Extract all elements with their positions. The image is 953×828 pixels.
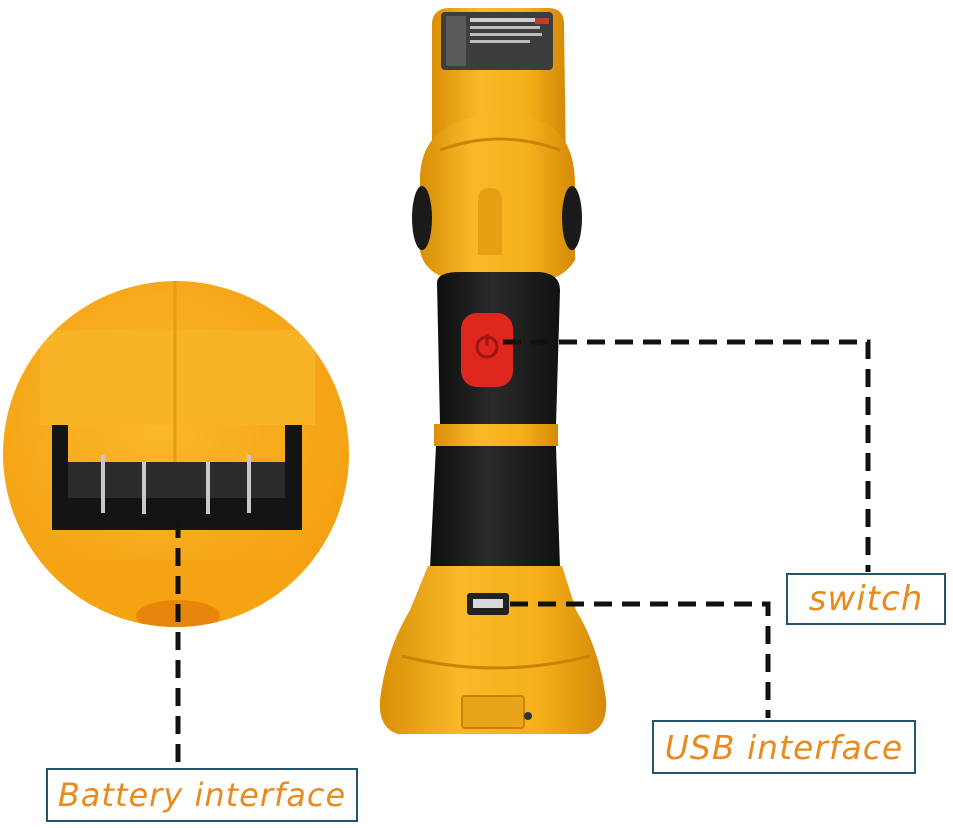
leader-lines xyxy=(175,339,871,766)
terminal-pin xyxy=(206,462,210,514)
power-switch-button xyxy=(461,313,513,387)
lower-grip xyxy=(430,446,560,568)
terminal-pin xyxy=(142,462,146,514)
usb-interface-callout-label: USB interface xyxy=(652,720,916,774)
terminal-pin xyxy=(247,455,251,513)
battery-interface-closeup xyxy=(3,281,349,627)
grip-band xyxy=(434,424,558,446)
battery-interface-callout-label: Battery interface xyxy=(46,768,358,822)
tool-base xyxy=(379,566,607,734)
power-tool-adapter xyxy=(379,8,607,734)
terminal-pin xyxy=(101,455,105,513)
switch-callout-label: switch xyxy=(786,573,946,625)
switch-leader-line xyxy=(503,339,871,572)
usb-leader-line xyxy=(510,601,771,718)
